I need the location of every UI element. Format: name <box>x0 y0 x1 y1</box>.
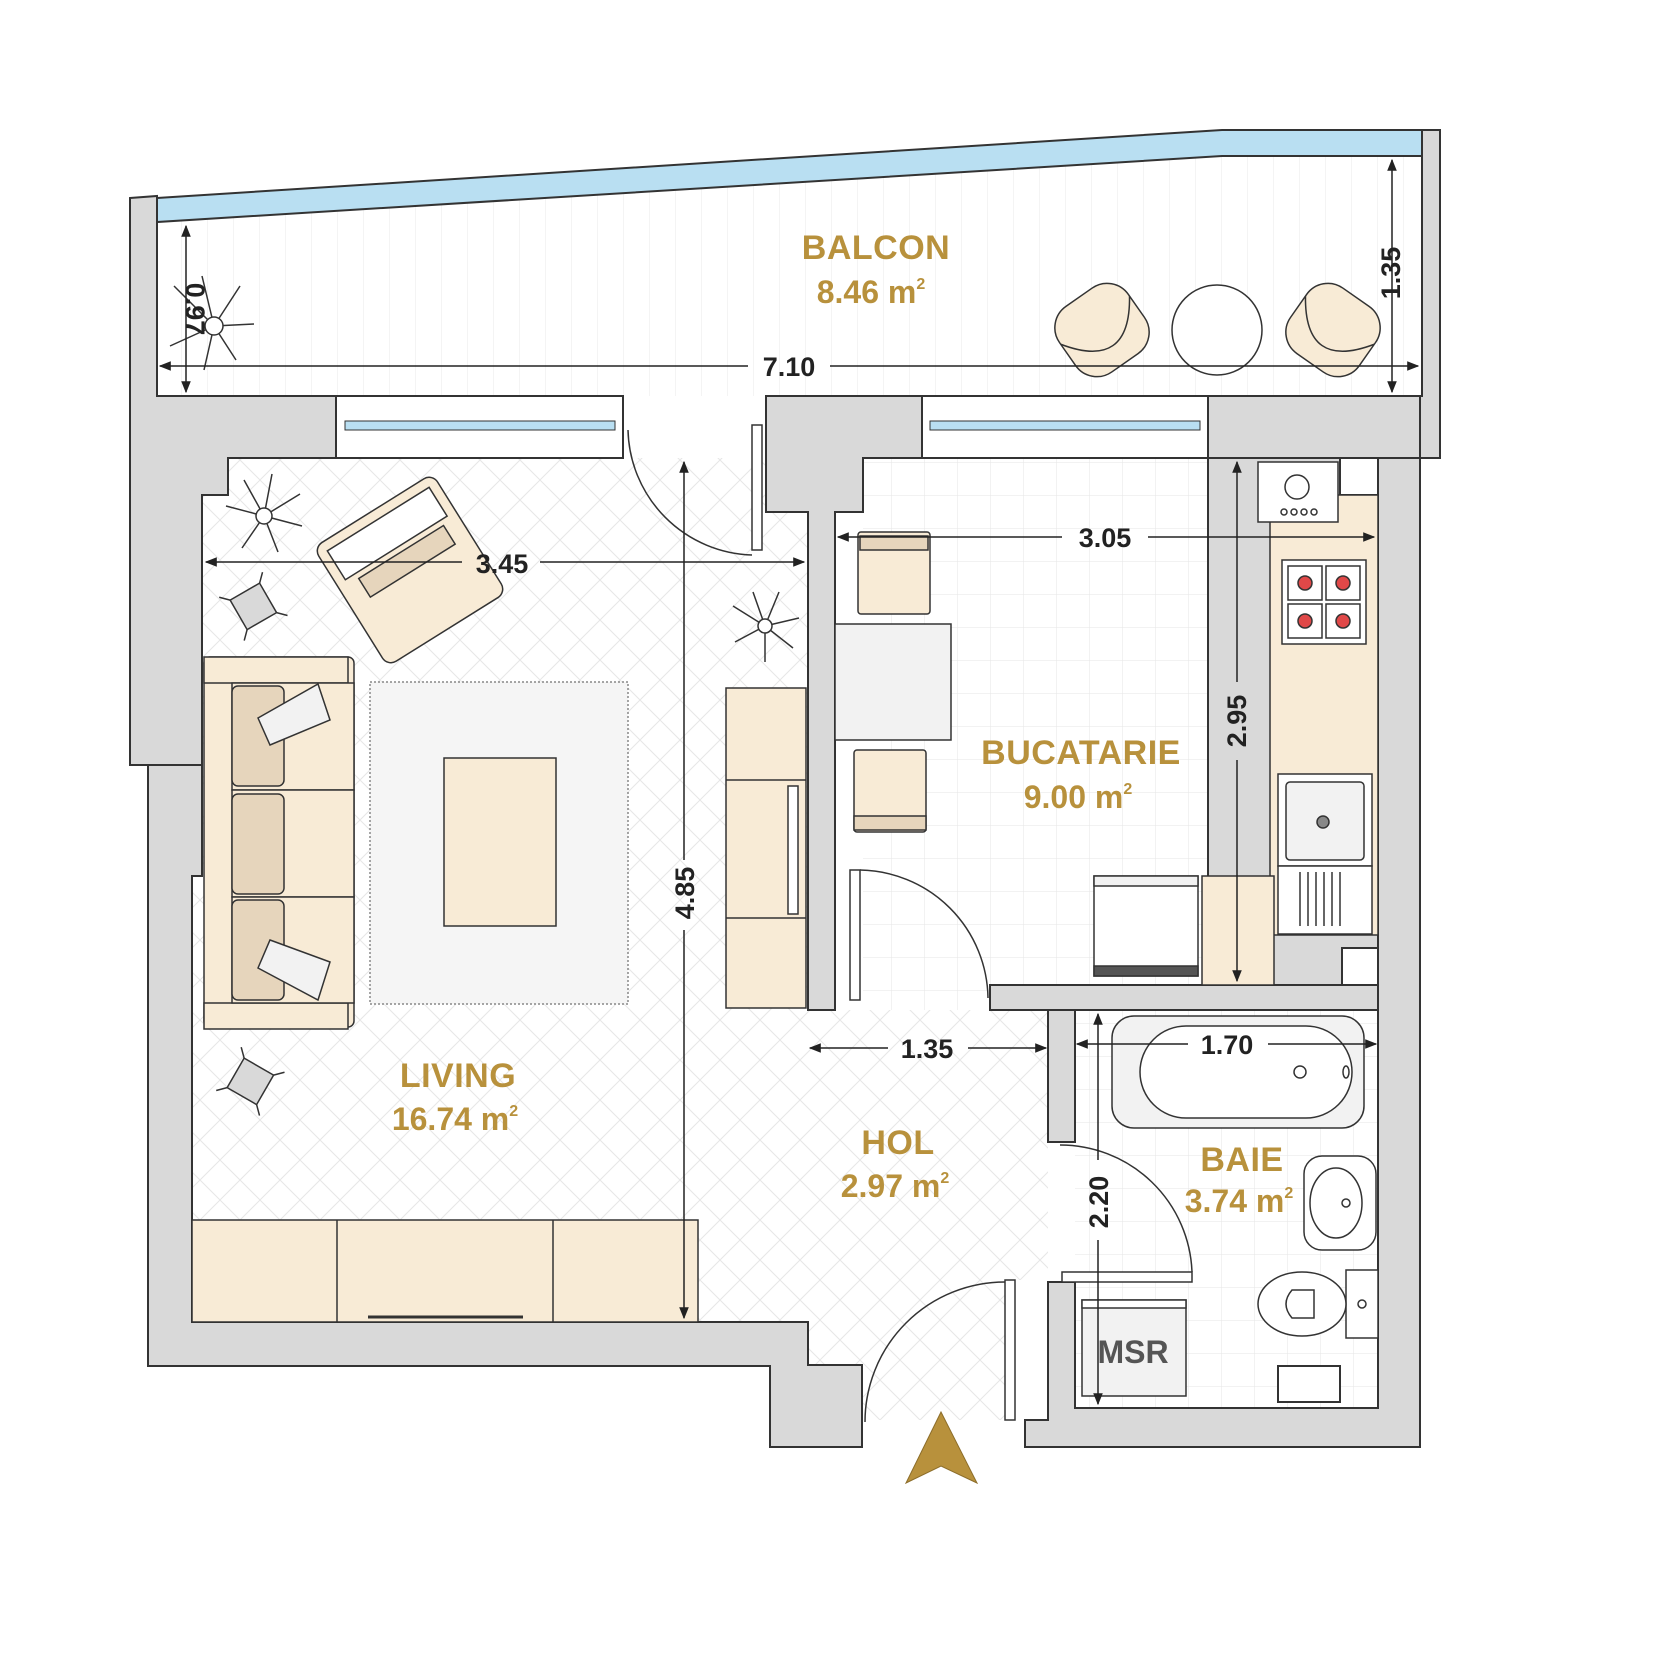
dining-table <box>834 623 952 741</box>
balcony-door-swing <box>627 429 753 556</box>
doors <box>627 424 1193 1423</box>
room-area-baie: 3.74 m2 <box>1185 1183 1294 1219</box>
wall-left-lower <box>130 764 863 1448</box>
plant-icon <box>225 473 303 553</box>
room-name-living: LIVING <box>400 1057 516 1095</box>
bath-door-leaf <box>1061 1271 1193 1283</box>
room-name-balcon: BALCON <box>802 229 950 267</box>
entrance-arrow-icon <box>904 1410 979 1485</box>
dim-hall-width: 1.35 <box>901 1034 954 1064</box>
msr-label: MSR <box>1097 1334 1168 1370</box>
room-area-living: 16.74 m2 <box>392 1101 518 1137</box>
balcony-door-leaf <box>751 424 763 551</box>
armchair <box>316 476 504 664</box>
room-name-baie: BAIE <box>1200 1141 1283 1179</box>
side-stool <box>219 572 288 641</box>
room-area-balcon: 8.46 m2 <box>817 274 926 310</box>
balcony-table <box>1171 284 1263 376</box>
dining-chair <box>853 749 927 833</box>
shaft-box <box>1341 947 1379 986</box>
kitchen-door-leaf <box>849 869 861 1001</box>
sofa-pillow <box>257 682 331 746</box>
room-labels: BALCON 8.46 m2 LIVING 16.74 m2 BUCATARIE… <box>392 229 1294 1370</box>
dim-bath-width: 1.70 <box>1201 1030 1254 1060</box>
dim-living-depth: 4.85 <box>670 867 700 920</box>
dimension-labels: 7.10 0.97 1.35 3.45 4.85 3.05 2.95 1.35 … <box>180 247 1406 1229</box>
plant-icon <box>732 591 800 662</box>
dim-balcon-depth-right: 1.35 <box>1376 247 1406 300</box>
wardrobe <box>191 1219 699 1323</box>
entrance-door-leaf <box>1004 1279 1016 1421</box>
shaft-box-bath <box>1277 1365 1341 1403</box>
dim-balcon-depth-left: 0.97 <box>180 283 210 336</box>
kitchen-furniture <box>834 461 1379 986</box>
coffee-table <box>443 757 557 927</box>
balcony-furniture <box>169 275 1381 378</box>
balcony-end-wall <box>1419 129 1441 459</box>
msr-box <box>1081 1299 1187 1397</box>
drainer <box>1277 865 1373 935</box>
sink-icon <box>1277 773 1373 867</box>
balcony-chair-right <box>1285 282 1381 378</box>
wall-bath-partition <box>1047 1009 1076 1143</box>
kitchen-counter-corner <box>1201 875 1275 986</box>
room-area-hol: 2.97 m2 <box>841 1168 950 1204</box>
washing-machine <box>1093 875 1199 977</box>
stove-icon <box>1281 559 1367 645</box>
balcony-glass-rail <box>156 129 1423 224</box>
dining-chair <box>857 531 931 615</box>
boiler <box>1257 461 1339 523</box>
dim-balcon-width: 7.10 <box>763 352 816 382</box>
side-stool <box>216 1047 285 1116</box>
kitchen-door-swing <box>859 869 989 999</box>
room-name-bucatarie: BUCATARIE <box>981 734 1181 772</box>
bath-door-swing <box>1059 1144 1193 1273</box>
dim-bath-depth: 2.20 <box>1084 1176 1114 1229</box>
windows <box>335 395 1209 459</box>
balcony-chair-left <box>1054 282 1150 378</box>
living-furniture <box>191 473 807 1323</box>
hall-floor <box>700 1010 1048 1420</box>
plant-icon <box>169 275 255 371</box>
washbasin <box>1303 1155 1377 1251</box>
dimension-lines <box>158 158 1420 1406</box>
tv <box>787 785 799 915</box>
dim-kitchen-depth: 2.95 <box>1222 695 1252 748</box>
entrance-door-swing <box>864 1281 1006 1423</box>
dim-kitchen-width: 3.05 <box>1079 523 1132 553</box>
room-area-bucatarie: 9.00 m2 <box>1024 779 1133 815</box>
sofa-pillow <box>257 939 331 1002</box>
wall-kitchen-bottom <box>989 984 1379 1011</box>
room-name-hol: HOL <box>861 1124 934 1162</box>
toilet-icon <box>1257 1269 1379 1339</box>
dim-living-width: 3.45 <box>476 549 529 579</box>
wall-right-outer <box>1024 457 1421 1448</box>
